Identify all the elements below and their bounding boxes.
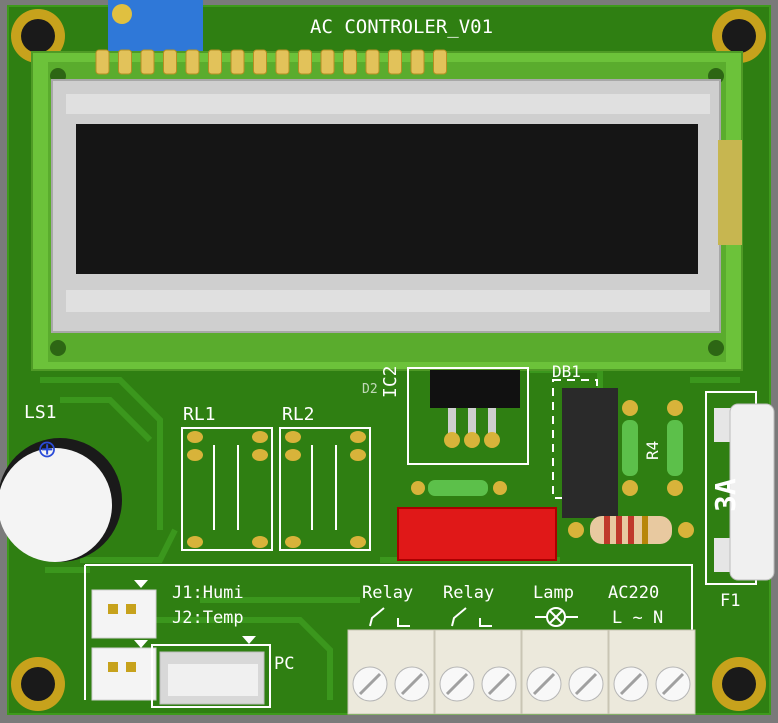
screw-slot — [400, 672, 424, 696]
terminal-label-relay-2: Relay — [443, 583, 495, 603]
connector-pc — [151, 644, 271, 708]
mounting-hole-bl — [11, 657, 65, 711]
screw-terminal-block — [347, 629, 696, 715]
lcd-header-pin — [140, 49, 155, 75]
resistor-r4 — [667, 400, 683, 496]
lcd-header-pin — [230, 49, 245, 75]
lcd-header-pin — [433, 49, 447, 75]
screw-slot — [487, 672, 511, 696]
terminal-label-ac220: AC220 — [608, 583, 660, 603]
screw-slot — [445, 672, 469, 696]
label-ic2: IC2 — [380, 365, 401, 398]
film-capacitor — [397, 507, 557, 561]
screw-slot — [619, 672, 643, 696]
relay-rl2 — [279, 427, 371, 551]
label-d2: D2 — [362, 382, 378, 397]
screw-slot — [358, 672, 382, 696]
lcd-header-pin — [388, 49, 402, 75]
lcd-header-pin — [320, 49, 335, 75]
label-rl1: RL1 — [183, 404, 216, 425]
mounting-hole-tl — [11, 9, 65, 63]
resistor-small — [411, 480, 507, 496]
lcd-module — [31, 51, 743, 371]
relay-rl1 — [181, 427, 273, 551]
lcd-header-pin — [118, 49, 132, 75]
label-db1: DB1 — [552, 362, 581, 381]
lcd-screen — [76, 124, 698, 274]
bridge-rectifier-db1 — [552, 379, 618, 518]
label-rl2: RL2 — [282, 404, 315, 425]
fuse-holder — [705, 391, 775, 585]
resistor-r3 — [622, 400, 638, 496]
mounting-holes — [11, 9, 766, 711]
screw-slot — [532, 672, 556, 696]
label-j1: J1:Humi — [172, 583, 244, 603]
lcd-header-pin — [95, 49, 110, 75]
terminal-label-ac-polarity: L ~ N — [612, 608, 664, 628]
buzzer-polarity-icon: ⊕ — [37, 435, 58, 463]
mounting-hole-br — [712, 657, 766, 711]
terminal-label-lamp: Lamp — [533, 583, 574, 603]
terminal-label-relay-1: Relay — [362, 583, 414, 603]
lcd-header-pin — [163, 49, 177, 75]
lcd-header-pin — [365, 49, 380, 75]
power-resistor — [568, 516, 694, 544]
lcd-header-pin — [275, 49, 290, 75]
label-pc: PC — [274, 654, 295, 674]
screw-slot — [661, 672, 685, 696]
connector-j2 — [91, 647, 157, 701]
label-j2: J2:Temp — [172, 608, 244, 628]
buzzer-ls1 — [0, 438, 122, 562]
label-f1: F1 — [720, 591, 741, 611]
fuse-rating: 3A — [709, 478, 742, 512]
lcd-header-pins — [95, 49, 447, 75]
label-ls1: LS1 — [24, 402, 57, 423]
screw-slot — [574, 672, 598, 696]
mounting-hole-tr — [712, 9, 766, 63]
lcd-header-pin — [253, 49, 267, 75]
lcd-header-pin — [185, 49, 200, 75]
lcd-header-pin — [208, 49, 222, 75]
board-title: AC CONTROLER_V01 — [310, 16, 494, 38]
label-r4: R4 — [643, 440, 662, 460]
voltage-regulator-ic2 — [407, 367, 529, 465]
lcd-header-pin — [298, 49, 312, 75]
trimmer-pot — [108, 0, 203, 55]
lcd-header-pin — [343, 49, 357, 75]
lcd-header-pin — [410, 49, 425, 75]
connector-j1 — [91, 589, 157, 639]
